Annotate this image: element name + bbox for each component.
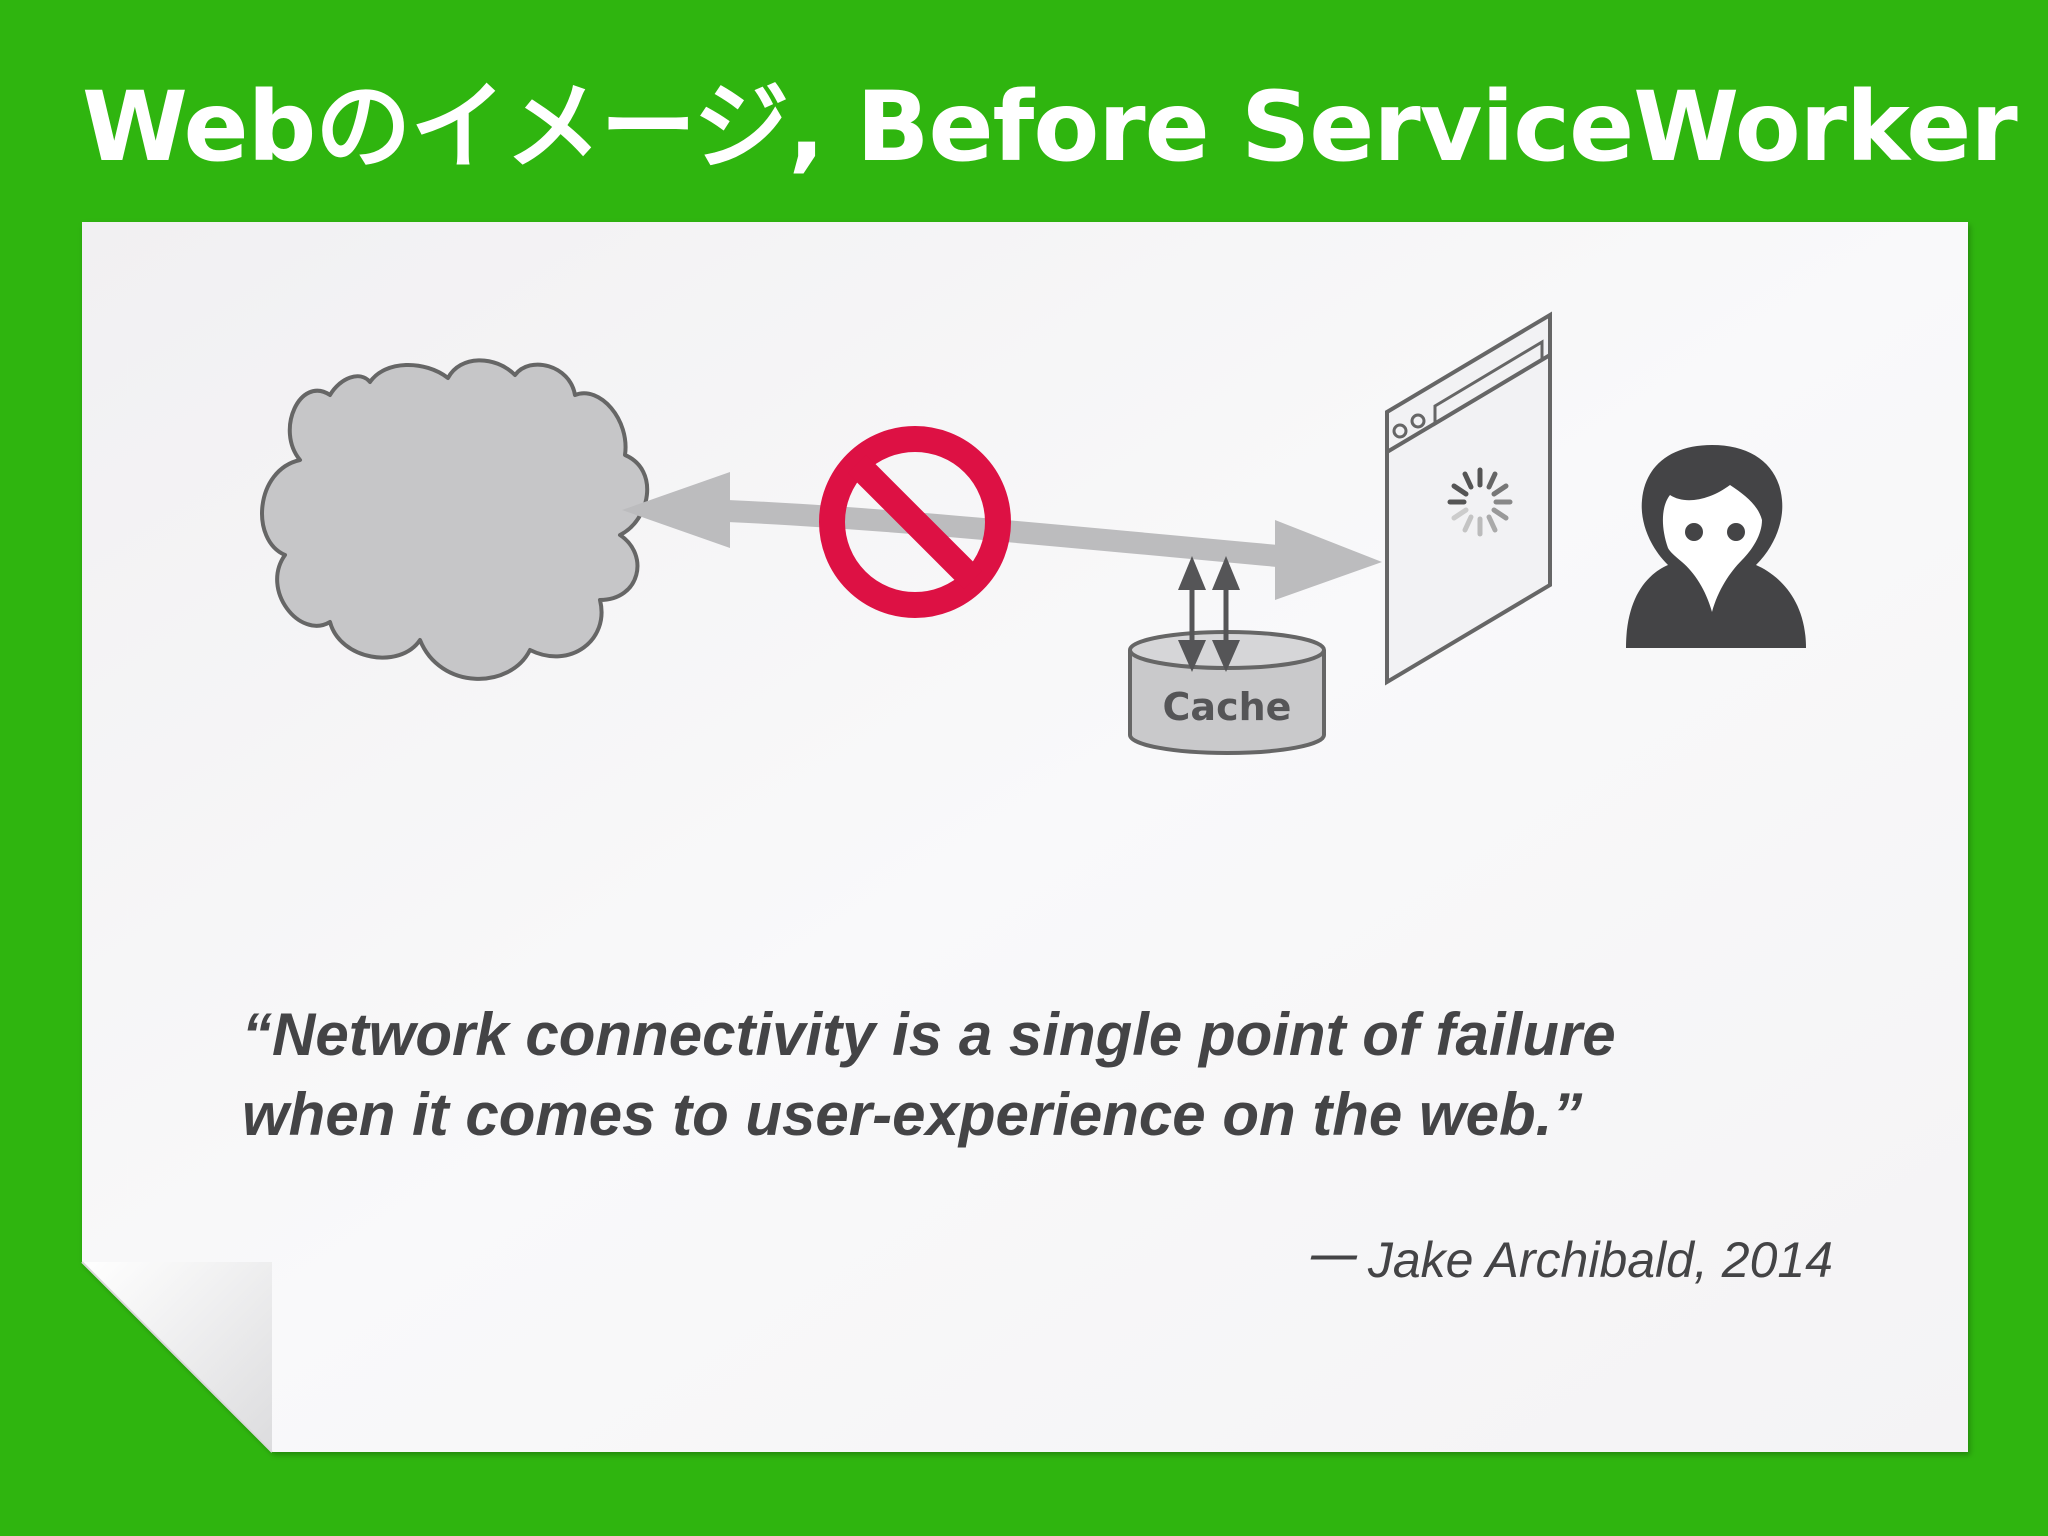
cache-label: Cache bbox=[1163, 685, 1292, 729]
quote-line-1: “Network connectivity is a single point … bbox=[242, 1001, 1616, 1068]
user-icon bbox=[1626, 445, 1806, 648]
cache-arrows-icon bbox=[1178, 556, 1240, 672]
loading-spinner-icon bbox=[1447, 467, 1513, 537]
cloud-icon bbox=[260, 358, 650, 681]
quote-attribution: 一 Jake Archibald, 2014 bbox=[1303, 1232, 1833, 1288]
quote-text: “Network connectivity is a single point … bbox=[242, 995, 1842, 1155]
block-icon bbox=[819, 426, 1011, 618]
browser-window-icon bbox=[1385, 311, 1552, 686]
slide-title: Webのイメージ, Before ServiceWorker bbox=[82, 71, 2018, 183]
quote-line-2: when it comes to user-experience on the … bbox=[242, 1081, 1583, 1148]
